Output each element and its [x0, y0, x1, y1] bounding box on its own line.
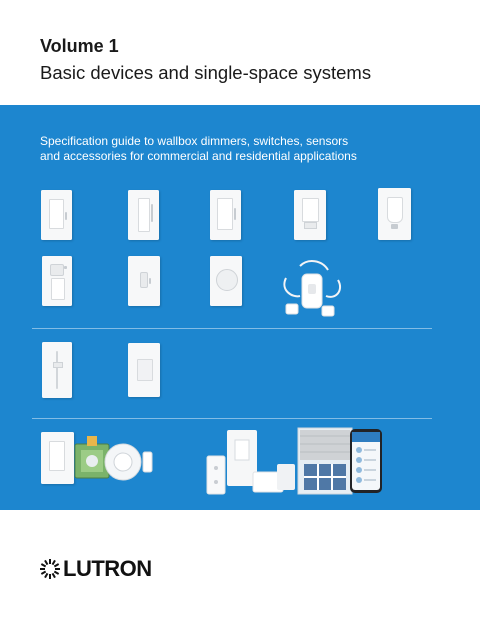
intro-text: Specification guide to wallbox dimmers, … [40, 134, 440, 164]
rotary-dimmer-device [42, 256, 72, 306]
sunburst-icon [40, 559, 60, 579]
dimmer-device [128, 190, 159, 240]
plug-in-dimmer-device [283, 260, 342, 317]
intro-line-2: and accessories for commercial and resid… [40, 149, 357, 163]
occupancy-sensor-device [74, 436, 153, 481]
volume-title: Volume 1 [40, 36, 119, 56]
brand-name: LUTRON [63, 556, 152, 581]
sensor-switch-device [294, 190, 326, 240]
smartphone-icon [350, 429, 382, 493]
dimmer-device [210, 190, 241, 240]
window-shade-system [297, 427, 353, 495]
section-divider [32, 328, 432, 329]
slide-dimmer-device [378, 188, 411, 240]
dimmer-device [41, 190, 72, 240]
intro-line-1: Specification guide to wallbox dimmers, … [40, 134, 349, 148]
lutron-logo: LUTRON [40, 556, 152, 582]
toggle-dimmer-device [128, 256, 160, 306]
wireless-switch-device [41, 432, 74, 484]
linear-dimmer-device [42, 342, 72, 398]
section-divider [32, 418, 432, 419]
cover-subtitle: Basic devices and single-space systems [40, 62, 372, 83]
round-knob-dimmer-device [210, 256, 242, 306]
paddle-switch-device [128, 343, 160, 397]
pico-remote-system [206, 430, 295, 495]
